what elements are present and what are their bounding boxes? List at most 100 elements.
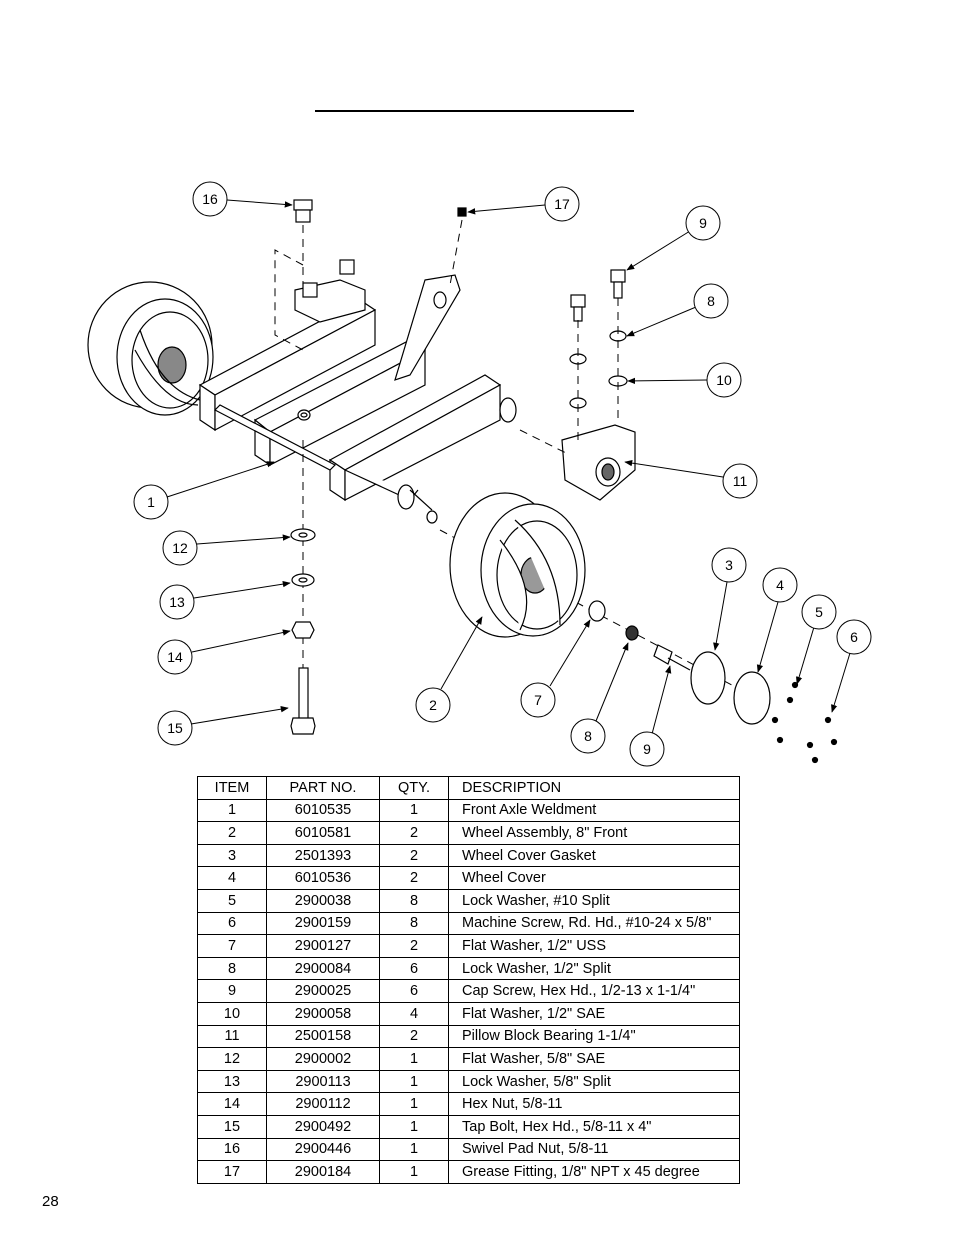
cell-part-no: 6010581 — [266, 821, 380, 845]
cell-item: 13 — [197, 1069, 267, 1094]
callout-9-bottom: 9 — [629, 731, 665, 767]
svg-text:9: 9 — [643, 741, 651, 757]
svg-text:11: 11 — [733, 473, 748, 489]
wheel-cover-hardware — [588, 600, 771, 725]
callout-5: 5 — [801, 594, 837, 630]
cell-description: Flat Washer, 1/2" USS — [448, 934, 740, 958]
cell-qty: 4 — [379, 1001, 449, 1026]
cell-part-no: 2900002 — [266, 1047, 380, 1071]
cell-item: 2 — [197, 821, 267, 845]
cell-item: 3 — [197, 843, 267, 868]
table-header-row: ITEM PART NO. QTY. DESCRIPTION — [197, 776, 740, 800]
cell-description: Flat Washer, 1/2" SAE — [448, 1001, 740, 1026]
left-wheel — [87, 281, 214, 416]
cell-item: 9 — [197, 979, 267, 1003]
cell-item: 16 — [197, 1137, 267, 1162]
cell-part-no: 6010536 — [266, 866, 380, 890]
cell-item: 7 — [197, 934, 267, 958]
front-axle-weldment — [198, 274, 517, 524]
cell-qty: 6 — [379, 956, 449, 981]
svg-text:3: 3 — [725, 557, 733, 573]
cell-item: 8 — [197, 956, 267, 981]
callout-1: 1 — [133, 484, 169, 520]
title-underline — [315, 110, 634, 112]
svg-text:2: 2 — [429, 697, 437, 713]
grease-fitting — [457, 207, 467, 217]
callout-8-top: 8 — [693, 283, 729, 319]
callout-15: 15 — [157, 710, 193, 746]
cell-part-no: 2900446 — [266, 1137, 380, 1162]
cell-part-no: 2900127 — [266, 934, 380, 958]
cell-qty: 1 — [379, 1047, 449, 1071]
header-qty: QTY. — [379, 776, 449, 800]
cell-description: Flat Washer, 5/8" SAE — [448, 1047, 740, 1071]
mounted-pillow-blocks — [294, 259, 366, 323]
cell-description: Lock Washer, #10 Split — [448, 888, 740, 913]
cell-part-no: 2900113 — [266, 1069, 380, 1094]
svg-text:17: 17 — [554, 196, 570, 212]
cell-qty: 6 — [379, 979, 449, 1003]
cell-qty: 1 — [379, 798, 449, 823]
cell-description: Front Axle Weldment — [448, 798, 740, 823]
callout-13: 13 — [159, 584, 195, 620]
callout-11: 11 — [722, 463, 758, 499]
svg-text:10: 10 — [716, 372, 732, 388]
svg-text:8: 8 — [584, 728, 592, 744]
swivel-pad-nut — [293, 199, 313, 223]
cell-part-no: 2900159 — [266, 911, 380, 936]
cell-description: Lock Washer, 5/8" Split — [448, 1069, 740, 1094]
cell-qty: 1 — [379, 1069, 449, 1094]
callout-6: 6 — [836, 619, 872, 655]
svg-text:14: 14 — [167, 649, 183, 665]
callout-10: 10 — [706, 362, 742, 398]
cell-item: 17 — [197, 1160, 267, 1184]
cell-item: 1 — [197, 798, 267, 823]
cell-qty: 8 — [379, 888, 449, 913]
callout-2: 2 — [415, 687, 451, 723]
svg-text:9: 9 — [699, 215, 707, 231]
cell-item: 14 — [197, 1092, 267, 1116]
cell-qty: 2 — [379, 1024, 449, 1049]
cell-part-no: 2900112 — [266, 1092, 380, 1116]
cell-part-no: 2900492 — [266, 1114, 380, 1139]
cell-part-no: 2500158 — [266, 1024, 380, 1049]
cell-qty: 2 — [379, 934, 449, 958]
header-part-no: PART NO. — [266, 776, 380, 800]
callout-12: 12 — [162, 530, 198, 566]
right-wheel — [449, 492, 586, 638]
cell-description: Grease Fitting, 1/8" NPT x 45 degree — [448, 1160, 740, 1184]
cell-description: Swivel Pad Nut, 5/8-11 — [448, 1137, 740, 1162]
right-pillow-block — [561, 424, 636, 501]
cell-item: 6 — [197, 911, 267, 936]
cell-description: Wheel Cover — [448, 866, 740, 890]
cell-description: Machine Screw, Rd. Hd., #10-24 x 5/8" — [448, 911, 740, 936]
svg-text:5: 5 — [815, 604, 823, 620]
svg-text:15: 15 — [167, 720, 183, 736]
svg-text:16: 16 — [202, 191, 218, 207]
callout-17: 17 — [544, 186, 580, 222]
cell-description: Pillow Block Bearing 1-1/4" — [448, 1024, 740, 1049]
svg-text:4: 4 — [776, 577, 784, 593]
cell-part-no: 2900058 — [266, 1001, 380, 1026]
callout-bubbles: 16 17 9 8 10 1 11 12 13 14 15 2 7 8 9 3 … — [133, 181, 872, 767]
svg-text:1: 1 — [147, 494, 155, 510]
svg-text:8: 8 — [707, 293, 715, 309]
svg-text:6: 6 — [850, 629, 858, 645]
cell-item: 12 — [197, 1047, 267, 1071]
svg-text:13: 13 — [169, 594, 185, 610]
cell-qty: 1 — [379, 1092, 449, 1116]
